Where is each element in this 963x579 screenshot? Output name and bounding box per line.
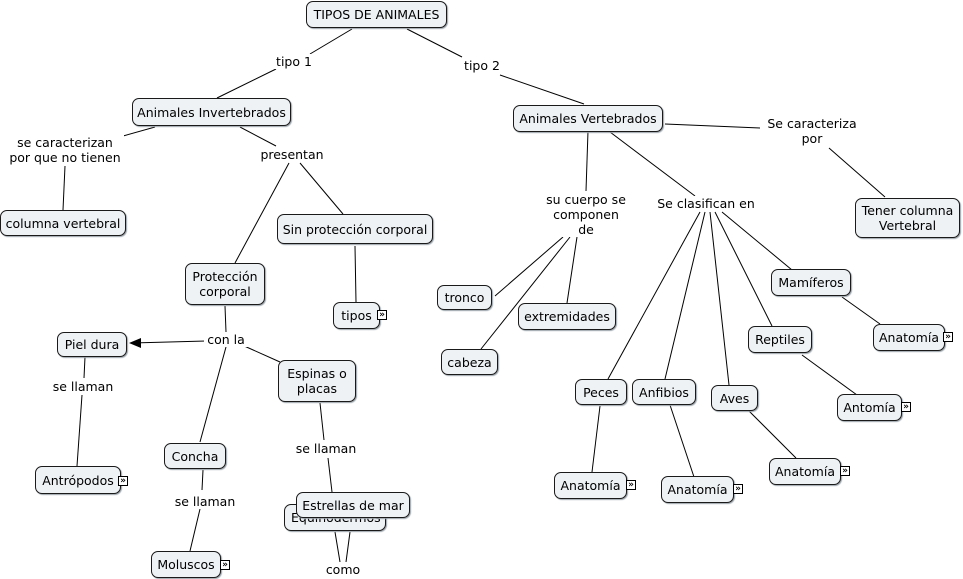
node-label: Antrópodos — [42, 472, 114, 488]
expand-resource-icon[interactable]: » — [943, 332, 953, 342]
node-label: Anatomía — [667, 482, 728, 497]
node-tener-columna-vertebral[interactable]: Tener columna Vertebral — [855, 198, 960, 238]
node-concha[interactable]: Concha — [164, 443, 226, 469]
node-label: TIPOS DE ANIMALES — [313, 7, 440, 22]
node-peces[interactable]: Peces — [575, 379, 627, 405]
node-anatomia-anfibios[interactable]: Anatomía — [661, 476, 734, 503]
link-label-como: como — [322, 562, 364, 577]
node-antomia-reptiles[interactable]: Antomía — [837, 394, 902, 421]
node-label: tipos — [341, 308, 372, 323]
link-label-se-clasifican: Se clasifican en — [655, 196, 757, 211]
expand-resource-icon[interactable]: » — [840, 466, 850, 476]
node-label: Animales Invertebrados — [137, 104, 286, 120]
node-mamiferos[interactable]: Mamíferos — [771, 269, 851, 296]
node-piel-dura[interactable]: Piel dura — [57, 332, 127, 357]
node-label: Estrellas de mar — [302, 497, 404, 513]
link-label-tipo2: tipo 2 — [461, 58, 503, 73]
link-label-se-caracteriza: Se caracteriza por — [762, 116, 862, 146]
node-label: columna vertebral — [5, 215, 121, 231]
node-label: Mamíferos — [778, 275, 844, 290]
node-label: Anatomía — [560, 478, 621, 493]
node-label: Anatomía — [775, 464, 835, 479]
node-label: extremidades — [524, 309, 610, 324]
expand-resource-icon[interactable]: » — [220, 560, 230, 570]
node-reptiles[interactable]: Reptiles — [748, 326, 812, 353]
link-label-se-llaman-espinas: se llaman — [294, 441, 358, 456]
node-label: Espinas o placas — [287, 366, 347, 396]
node-label: Piel dura — [64, 337, 120, 352]
node-label: Peces — [583, 384, 619, 400]
node-label: tronco — [444, 290, 485, 305]
node-cabeza[interactable]: cabeza — [441, 349, 498, 375]
node-anatomia-mamiferos[interactable]: Anatomía — [873, 324, 945, 351]
node-tipos[interactable]: tipos — [333, 302, 380, 329]
node-moluscos[interactable]: Moluscos — [151, 551, 221, 578]
node-label: Tener columna Vertebral — [861, 203, 954, 233]
node-antropodos[interactable]: Antrópodos — [35, 466, 121, 494]
node-animales-invertebrados[interactable]: Animales Invertebrados — [132, 98, 291, 126]
node-espinas-o-placas[interactable]: Espinas o placas — [278, 360, 356, 402]
expand-resource-icon[interactable]: » — [733, 484, 743, 494]
node-tipos-de-animales[interactable]: TIPOS DE ANIMALES — [306, 1, 447, 28]
node-extremidades[interactable]: extremidades — [518, 303, 616, 330]
node-columna-vertebral[interactable]: columna vertebral — [0, 210, 126, 236]
node-label: Reptiles — [755, 332, 805, 347]
node-label: Concha — [171, 448, 219, 464]
node-anfibios[interactable]: Anfibios — [632, 379, 696, 405]
node-label: Animales Vertebrados — [519, 111, 657, 126]
node-label: Protección corporal — [192, 269, 258, 299]
node-label: Anatomía — [879, 330, 939, 345]
node-aves[interactable]: Aves — [711, 385, 758, 411]
expand-resource-icon[interactable]: » — [118, 476, 128, 486]
link-label-se-llaman-piel: se llaman — [51, 379, 115, 394]
expand-resource-icon[interactable]: » — [377, 310, 387, 320]
link-label-se-llaman-concha: se llaman — [172, 494, 238, 509]
node-anatomia-aves[interactable]: Anatomía — [769, 458, 841, 485]
expand-resource-icon[interactable]: » — [626, 480, 636, 490]
node-sin-proteccion-corporal[interactable]: Sin protección corporal — [277, 214, 433, 244]
node-anatomia-peces[interactable]: Anatomía — [554, 472, 627, 499]
node-proteccion-corporal[interactable]: Protección corporal — [185, 263, 265, 305]
node-label: Anfibios — [639, 384, 689, 400]
link-label-presentan: presentan — [257, 147, 327, 162]
node-animales-vertebrados[interactable]: Animales Vertebrados — [513, 105, 663, 132]
link-label-su-cuerpo: su cuerpo se componen de — [541, 192, 631, 237]
link-label-tipo1: tipo 1 — [274, 54, 314, 69]
node-tronco[interactable]: tronco — [437, 285, 492, 310]
node-label: Sin protección corporal — [282, 221, 428, 237]
node-label: cabeza — [447, 354, 492, 370]
node-estrellas-de-mar[interactable]: Estrellas de mar — [296, 492, 410, 518]
node-label: Moluscos — [157, 557, 215, 572]
node-label: Antomía — [843, 400, 896, 415]
link-label-con-la: con la — [204, 332, 248, 347]
link-label-se-caracterizan: se caracterizan por que no tienen — [6, 135, 124, 165]
node-label: Aves — [719, 390, 750, 406]
expand-resource-icon[interactable]: » — [901, 402, 911, 412]
